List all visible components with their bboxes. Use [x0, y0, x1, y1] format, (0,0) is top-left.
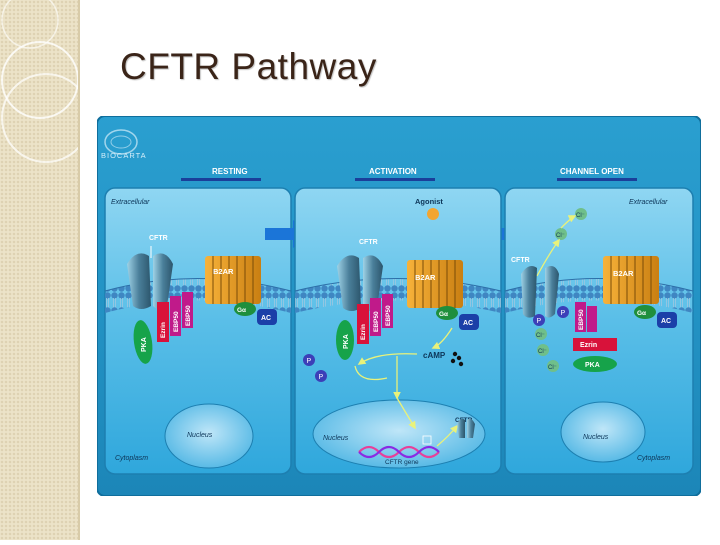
- label-ebp50-2a: EBP50: [373, 311, 380, 332]
- cftr-channel-new: [457, 418, 475, 438]
- nucleus: [164, 403, 254, 469]
- stage-label-resting: RESTING: [212, 167, 248, 176]
- label-ezrin-3: Ezrin: [580, 342, 597, 349]
- cftr-channel: [127, 246, 173, 309]
- label-ac-3: AC: [661, 318, 671, 325]
- label-agonist: Agonist: [415, 197, 443, 206]
- logo-text: BIOCARTA: [101, 151, 147, 160]
- label-cl-2: Cl⁻: [556, 233, 565, 239]
- cftr-channel-open: [521, 266, 559, 318]
- label-galpha-3: Gα: [637, 310, 646, 317]
- decorative-circles: [1, 0, 91, 163]
- label-ebp50-2b: EBP50: [385, 305, 392, 326]
- label-cftr-2: CFTR: [359, 239, 378, 246]
- label-cftr-gene: CFTR gene: [385, 459, 419, 466]
- nucleus-3: [560, 401, 646, 463]
- label-pka-2: PKA: [343, 334, 350, 349]
- b2ar-receptor-2: B2AR: [407, 260, 463, 308]
- pka-complex-3: EBP50 Ezrin PKA: [573, 302, 617, 372]
- label-ebp50-b: EBP50: [185, 305, 192, 326]
- stage-header-resting: RESTING: [181, 167, 261, 181]
- phosphate-1: [303, 354, 315, 366]
- panel-channel-open: Extracellular Cl⁻ Cl⁻ CFTR B2AR Gα: [504, 187, 694, 475]
- stage-label-activation: ACTIVATION: [369, 167, 417, 176]
- label-cytoplasm-3: Cytoplasm: [637, 455, 670, 462]
- chloride-ions-outside: Cl⁻ Cl⁻: [555, 208, 587, 240]
- label-galpha: Gα: [237, 307, 246, 314]
- slide-title: CFTR Pathway: [120, 46, 377, 87]
- label-cftr-3: CFTR: [511, 257, 530, 264]
- stage-label-channel-open: CHANNEL OPEN: [560, 167, 624, 176]
- label-ac-2: AC: [463, 320, 473, 327]
- label-ac: AC: [261, 315, 271, 322]
- diagram-svg: BIOCARTA RESTING ACTIVATION CHANNEL OPEN…: [97, 116, 701, 496]
- label-pka: PKA: [141, 337, 148, 352]
- label-cytoplasm: Cytoplasm: [115, 455, 148, 462]
- cftr-gene-dna: [358, 445, 440, 459]
- label-p-1: P: [307, 358, 312, 365]
- label-extracellular: Extracellular: [111, 199, 150, 206]
- biocarta-logo: BIOCARTA: [101, 129, 147, 160]
- ac-enzyme: [257, 309, 277, 325]
- label-ezrin-2: Ezrin: [360, 324, 367, 340]
- label-ebp50-a: EBP50: [173, 311, 180, 332]
- nucleus-2: [312, 399, 486, 469]
- agonist-molecule: [427, 208, 439, 220]
- label-nucleus: Nucleus: [187, 432, 213, 439]
- stage-header-activation: ACTIVATION: [355, 167, 435, 181]
- strip-divider: [78, 0, 80, 540]
- chloride-ions-inside: Cl⁻ Cl⁻ Cl⁻: [535, 328, 559, 372]
- panel-activation: Agonist CFTR B2AR Gα AC PKA: [294, 187, 502, 475]
- label-pka-3: PKA: [585, 362, 600, 369]
- label-ebp50-3a: EBP50: [578, 309, 585, 330]
- label-extracellular-3: Extracellular: [629, 199, 668, 206]
- camp-molecules-icon: [450, 351, 464, 367]
- label-b2ar-3: B2AR: [613, 269, 634, 278]
- pka-complex: PKA Ezrin EBP50 EBP50: [133, 292, 193, 364]
- label-cl-4: Cl⁻: [538, 349, 547, 355]
- pka-complex-2: PKA Ezrin EBP50 EBP50: [336, 294, 393, 360]
- label-camp: cAMP: [423, 351, 446, 360]
- label-galpha-2: Gα: [439, 311, 448, 318]
- label-cl-5: Cl⁻: [548, 365, 557, 371]
- label-b2ar: B2AR: [213, 267, 234, 276]
- label-nucleus-2: Nucleus: [323, 435, 349, 442]
- label-nucleus-3: Nucleus: [583, 434, 609, 441]
- cftr-channel-2: [337, 255, 383, 311]
- cftr-pathway-diagram: BIOCARTA RESTING ACTIVATION CHANNEL OPEN…: [97, 116, 701, 496]
- label-ezrin: Ezrin: [160, 322, 167, 338]
- phosphate-2: [315, 370, 327, 382]
- g-alpha: [234, 302, 256, 316]
- label-cftr: CFTR: [149, 235, 168, 242]
- decorative-side-strip: [0, 0, 91, 540]
- label-cl-1: Cl⁻: [576, 213, 585, 219]
- label-p-2: P: [319, 374, 324, 381]
- label-b2ar-2: B2AR: [415, 273, 436, 282]
- label-cl-3: Cl⁻: [536, 333, 545, 339]
- label-p-4: P: [561, 310, 566, 317]
- stage-header-channel-open: CHANNEL OPEN: [557, 167, 637, 181]
- label-p-3: P: [537, 318, 542, 325]
- b2ar-receptor-3: B2AR: [603, 256, 659, 304]
- b2ar-receptor: B2AR: [205, 256, 261, 304]
- panel-resting: Extracellular CFTR B2AR Gα AC: [104, 187, 292, 475]
